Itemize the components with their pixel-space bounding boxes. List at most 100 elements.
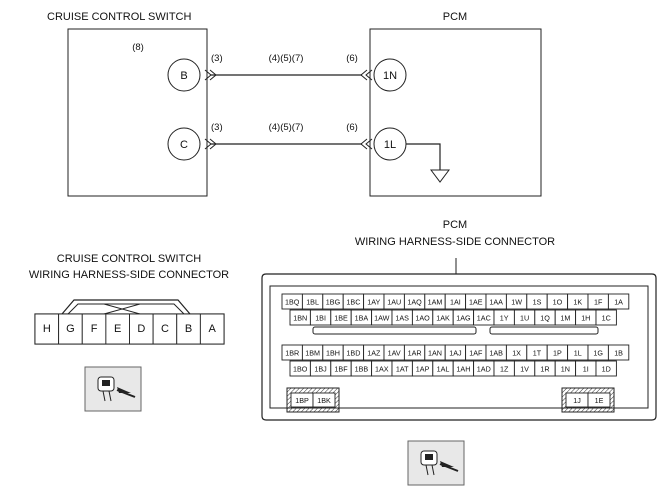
connector-mark-icon <box>204 69 212 81</box>
connector-mark-icon <box>360 138 368 150</box>
pcm-pin-1bq: 1BQ <box>281 293 303 310</box>
pcm-pin-1w: 1W <box>505 293 528 310</box>
pcm-pin-1al-label: 1AL <box>437 365 450 374</box>
pcm-box <box>369 28 542 197</box>
switch-connector-pin-e: E <box>105 313 130 345</box>
switch-connector-pin-c-label: C <box>161 323 169 335</box>
pcm-pin-1y-label: 1Y <box>500 314 509 323</box>
pcm-pin-1av: 1AV <box>383 344 405 361</box>
pcm-pin-1at: 1AT <box>391 360 413 377</box>
pcm-pin-1m-label: 1M <box>560 314 570 323</box>
pcm-pin-1ap-label: 1AP <box>416 365 430 374</box>
pcm-pin-1n-label: 1N <box>383 70 397 82</box>
switch-connector-pin-d-label: D <box>137 323 145 335</box>
pcm-pin-1l-label: 1L <box>574 349 582 358</box>
pcm-pin-1v-label: 1V <box>520 365 529 374</box>
pcm-pin-1bb-label: 1BB <box>355 365 369 374</box>
pcm-pin-1e: 1E <box>587 392 611 408</box>
pcm-pin-1e-box <box>587 392 611 408</box>
pcm-pin-1i: 1I <box>575 360 597 377</box>
pcm-pin-1ae: 1AE <box>465 293 487 310</box>
pcm-pin-1bj-label: 1BJ <box>314 365 327 374</box>
pcm-pin-1v: 1V <box>513 360 536 377</box>
pcm-pin-1aw: 1AW <box>371 309 393 326</box>
pcm-pin-1m: 1M <box>554 309 577 326</box>
pcm-pin-1bf-label: 1BF <box>334 365 348 374</box>
switch-connector-pin-e-label: E <box>114 323 121 335</box>
connector-mark-icon <box>365 69 373 81</box>
pcm-pin-1bp-label: 1BP <box>295 396 309 405</box>
pcm-pin-1ac: 1AC <box>473 309 495 326</box>
pcm-pin-1bd: 1BD <box>342 344 365 361</box>
pcm-pin-1h-label: 1H <box>581 314 590 323</box>
pcm-pin-1an-label: 1AN <box>428 349 442 358</box>
connector-mark-icon <box>360 69 368 81</box>
ref-right-1: (6) <box>346 53 358 64</box>
pcm-pin-1bc-label: 1BC <box>346 298 360 307</box>
switch-box <box>67 28 208 197</box>
ref-mid-1: (4)(5)(7) <box>269 53 304 64</box>
pcm-pin-1bh-label: 1BH <box>326 349 340 358</box>
switch-connector-latch-inner <box>67 303 185 315</box>
switch-connector-pin-a: A <box>199 313 225 345</box>
pcm-connector-title-1: PCM <box>443 219 467 231</box>
pcm-pin-1bm: 1BM <box>301 344 324 361</box>
pcm-pin-1bi: 1BI <box>309 309 332 326</box>
pcm-pin-1f-label: 1F <box>594 298 603 307</box>
pcm-pin-1ah: 1AH <box>452 360 475 377</box>
pcm-pin-1ae-label: 1AE <box>469 298 483 307</box>
connector-view-icon <box>84 366 142 412</box>
pcm-pin-1be-label: 1BE <box>334 314 348 323</box>
pcm-pin-1bo: 1BO <box>289 360 311 377</box>
pcm-pin-1as: 1AS <box>391 309 413 326</box>
pcm-pin-1q-label: 1Q <box>540 314 550 323</box>
pcm-pin-1aw-label: 1AW <box>374 314 390 323</box>
pcm-pin-1l-label: 1L <box>384 139 396 151</box>
pcm-pin-1u: 1U <box>513 309 536 326</box>
pcm-pin-1j: 1J <box>565 392 589 408</box>
pcm-title: PCM <box>443 11 467 23</box>
pcm-pin-1c: 1C <box>595 309 617 326</box>
pcm-pin-1af: 1AF <box>465 344 487 361</box>
switch-ref: (8) <box>132 42 144 53</box>
pcm-pin-1ao: 1AO <box>411 309 434 326</box>
pcm-pin-1l: 1L <box>567 344 589 361</box>
switch-connector-pin-f: F <box>81 313 107 345</box>
pcm-pin-1j-label: 1J <box>573 396 581 405</box>
connector-mark-icon <box>365 138 373 150</box>
pcm-pin-1d-label: 1D <box>602 365 611 374</box>
ref-left-2: (3) <box>211 122 223 133</box>
switch-connector-pin-a-label: A <box>209 323 217 335</box>
switch-pin-c-label: C <box>180 139 188 151</box>
switch-connector-pin-h: H <box>34 313 60 345</box>
pcm-pin-1aq-label: 1AQ <box>407 298 422 307</box>
pcm-connector-slot <box>312 326 477 335</box>
pcm-pin-1aq: 1AQ <box>403 293 426 310</box>
pcm-pin-1h: 1H <box>575 309 597 326</box>
switch-connector-pin-b: B <box>176 313 201 345</box>
pcm-pin-1bm-label: 1BM <box>305 349 320 358</box>
switch-connector-title-1: CRUISE CONTROL SWITCH <box>57 253 201 265</box>
pcm-pin-1an: 1AN <box>424 344 446 361</box>
pcm-pin-1bl-label: 1BL <box>306 298 319 307</box>
switch-connector-pin-g: G <box>58 313 83 345</box>
pcm-pin-1ad: 1AD <box>473 360 495 377</box>
pcm-pin-1aj: 1AJ <box>444 344 467 361</box>
pcm-pin-1bk-box <box>312 392 336 408</box>
ground-icon <box>430 169 450 183</box>
pcm-pin-1x: 1X <box>505 344 528 361</box>
pcm-pin-1d-box <box>595 360 617 377</box>
pcm-pin-1b-box <box>607 344 630 361</box>
pcm-pin-1o: 1O <box>546 293 569 310</box>
pcm-pin-1bq-label: 1BQ <box>285 298 300 307</box>
pcm-pin-1bb: 1BB <box>350 360 373 377</box>
pcm-pin-1bl: 1BL <box>301 293 324 310</box>
pcm-pin-1s: 1S <box>526 293 548 310</box>
switch-pin-c-circle <box>167 127 201 161</box>
pcm-pin-1bc: 1BC <box>342 293 365 310</box>
pcm-pin-1bj: 1BJ <box>309 360 332 377</box>
pcm-pin-1aa: 1AA <box>485 293 507 310</box>
pcm-pin-1aj-label: 1AJ <box>449 349 462 358</box>
pcm-pin-1s-label: 1S <box>533 298 542 307</box>
connector-view-icon <box>407 440 465 486</box>
